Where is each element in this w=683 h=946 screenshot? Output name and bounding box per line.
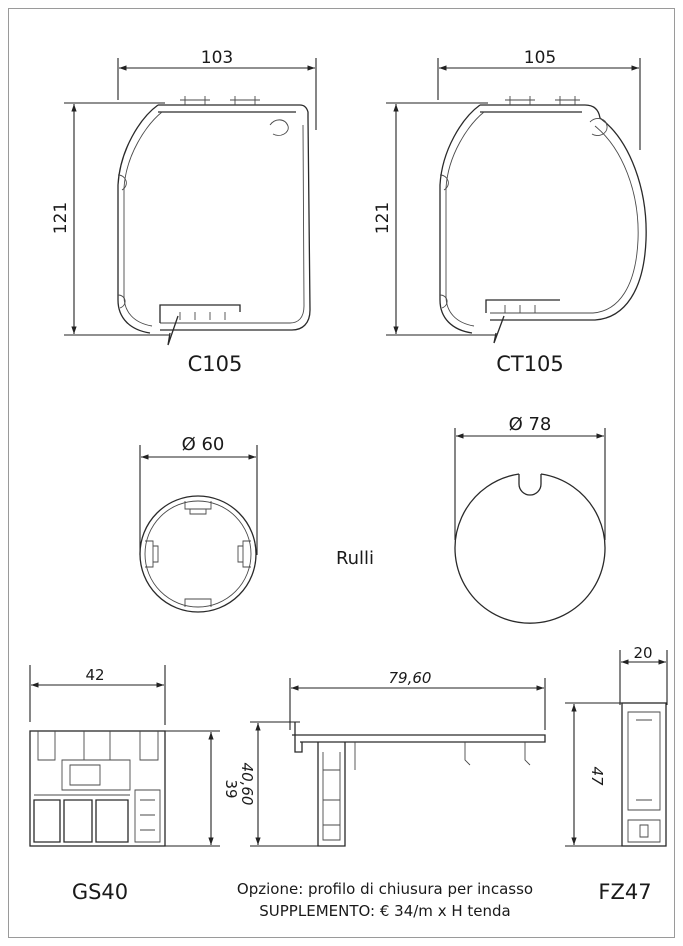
roller-60-label: Ø 60 bbox=[182, 434, 225, 455]
closure-profile-drawing bbox=[250, 678, 546, 847]
fz47-name: FZ47 bbox=[598, 880, 652, 904]
gs40-profile-drawing bbox=[29, 665, 220, 847]
fz47-width-label: 20 bbox=[633, 644, 652, 662]
ct105-width-label: 105 bbox=[524, 48, 556, 68]
option-line-2: SUPPLEMENTO: € 34/m x H tenda bbox=[259, 902, 511, 920]
gs40-name: GS40 bbox=[71, 880, 129, 904]
ct105-profile-drawing bbox=[386, 58, 647, 344]
c105-height-label: 121 bbox=[51, 202, 71, 234]
roller-60-drawing bbox=[139, 445, 258, 613]
fz47-height-label: 47 bbox=[588, 766, 606, 786]
c105-profile-drawing bbox=[64, 58, 317, 346]
c105-name: C105 bbox=[187, 352, 243, 376]
gs40-height-label: 39 bbox=[222, 779, 240, 798]
page-frame bbox=[8, 8, 675, 938]
c105-width-label: 103 bbox=[201, 48, 233, 68]
closure-width-label: 79,60 bbox=[389, 669, 432, 687]
option-line-1: Opzione: profilo di chiusura per incasso bbox=[236, 880, 534, 898]
roller-78-drawing bbox=[454, 428, 606, 624]
option-note: Opzione: profilo di chiusura per incasso… bbox=[205, 878, 565, 922]
roller-78-label: Ø 78 bbox=[509, 414, 552, 435]
ct105-name: CT105 bbox=[496, 352, 564, 376]
closure-height-label: 40,60 bbox=[238, 763, 256, 806]
fz47-profile-drawing bbox=[565, 650, 668, 847]
gs40-width-label: 42 bbox=[85, 666, 104, 684]
ct105-height-label: 121 bbox=[373, 202, 393, 234]
rollers-label: Rulli bbox=[335, 548, 375, 569]
